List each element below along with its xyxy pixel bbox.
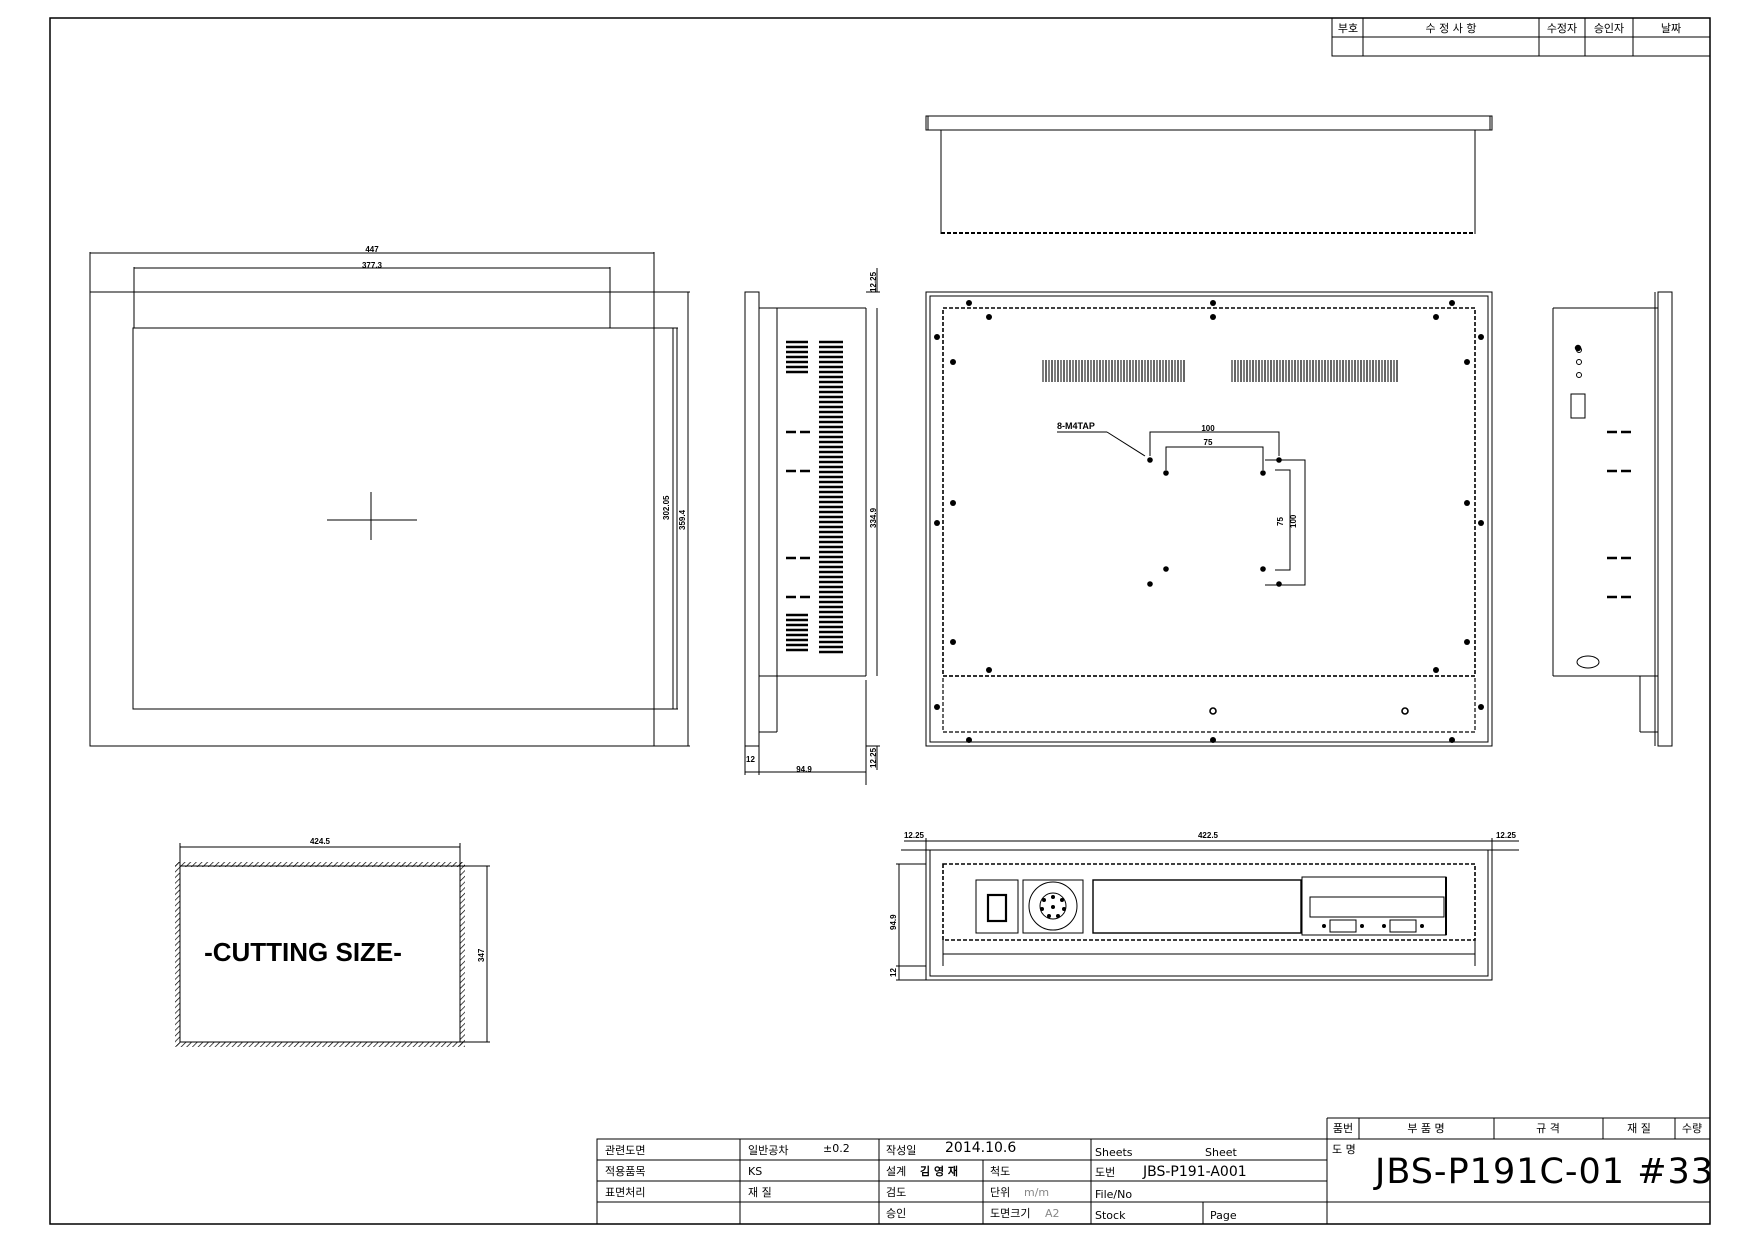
tb-stock: Stock	[1095, 1209, 1126, 1222]
dim-side-height: 334.9	[869, 507, 878, 528]
dim-bottom-right: 12.25	[1495, 831, 1517, 840]
tb-paper-value: A2	[1045, 1207, 1060, 1220]
dim-bottom-left: 12.25	[903, 831, 925, 840]
dim-front-height-a: 302.05	[662, 495, 671, 520]
dim-cut-width: 424.5	[309, 837, 331, 846]
dim-front-width: 447	[365, 245, 379, 254]
revision-table	[1331, 17, 1711, 57]
rev-col-no: 부호	[1337, 22, 1359, 35]
tb-unit-label: 단위	[990, 1186, 1011, 1199]
dim-bottom-width: 422.5	[1197, 831, 1219, 840]
tb-drawing-no-label: 도번	[1095, 1166, 1116, 1179]
dim-vesa-75-v: 75	[1276, 517, 1285, 526]
tap-note: 8-M4TAP	[1057, 421, 1095, 431]
rev-col-approver: 승인자	[1593, 22, 1625, 35]
left-side-view	[744, 268, 880, 785]
tb-drawing-no: JBS-P191-A001	[1143, 1164, 1247, 1180]
cutting-view	[175, 843, 490, 1047]
rear-vents	[1042, 360, 1398, 382]
dim-side-depth: 94.9	[796, 765, 812, 774]
cutting-size-label: -CUTTING SIZE-	[204, 937, 402, 967]
dim-side-bottom: 12.25	[869, 747, 878, 768]
front-view	[89, 252, 690, 747]
tb-scale-label: 척도	[990, 1165, 1011, 1178]
tb-surface-treatment: 표면처리	[605, 1186, 646, 1199]
dim-front-height-b: 359.4	[678, 509, 687, 530]
dim-bottom-depth: 94.9	[889, 914, 898, 930]
rear-screws-open	[1209, 707, 1409, 715]
tb-approve-label: 승인	[886, 1207, 907, 1220]
rev-col-date: 날짜	[1660, 22, 1682, 35]
dim-side-flange: 12	[746, 755, 755, 764]
tb-title-label: 도 명	[1332, 1143, 1356, 1156]
tb-design-label: 설계	[886, 1165, 907, 1178]
tb-title: JBS-P191C-01 #33	[1375, 1152, 1715, 1192]
vesa-pattern	[1057, 431, 1306, 586]
dim-vesa-100-v: 100	[1289, 514, 1298, 528]
tb-part-name: 부 품 명	[1407, 1122, 1445, 1135]
tb-applied-item: 적용품목	[605, 1165, 646, 1178]
tb-sheet: Sheet	[1205, 1146, 1237, 1159]
rear-screws	[934, 300, 1484, 743]
tb-date-value: 2014.10.6	[945, 1140, 1017, 1156]
tb-material: 재 질	[748, 1186, 772, 1199]
left-side-vents	[786, 340, 843, 654]
top-view	[925, 115, 1493, 234]
dim-bottom-flange: 12	[889, 968, 898, 977]
tb-spec: 규 격	[1536, 1122, 1560, 1135]
rear-view	[925, 291, 1493, 747]
tb-check-label: 검도	[886, 1186, 907, 1199]
tb-standard: KS	[748, 1165, 763, 1178]
dim-front-inner-width: 377.3	[361, 261, 383, 270]
tb-sheets: Sheets	[1095, 1146, 1133, 1159]
tb-unit-value: m/m	[1024, 1186, 1050, 1199]
vesa-taps	[1147, 457, 1282, 587]
rev-col-desc: 수 정 사 항	[1425, 22, 1477, 35]
dim-cut-height: 347	[477, 948, 486, 962]
right-side-slots	[1574, 344, 1631, 599]
right-side-view	[1552, 291, 1673, 747]
tb-tolerance-value: ±0.2	[823, 1142, 850, 1155]
tb-part-no: 품번	[1332, 1122, 1354, 1135]
rev-col-reviser: 수정자	[1546, 22, 1578, 35]
tb-general-tolerance: 일반공차	[748, 1144, 789, 1157]
connector-pins	[1040, 895, 1424, 928]
dim-side-top: 12.25	[869, 271, 878, 292]
tb-designer: 김 영 재	[920, 1165, 959, 1178]
tb-quantity: 수량	[1681, 1122, 1703, 1135]
tb-file-no: File/No	[1095, 1188, 1133, 1201]
tb-date-label: 작성일	[886, 1144, 917, 1157]
tb-part-material: 재 질	[1627, 1122, 1651, 1135]
tb-page: Page	[1210, 1209, 1237, 1222]
tb-paper-label: 도면크기	[990, 1207, 1031, 1220]
title-block	[596, 1117, 1711, 1225]
tb-related-drawing: 관련도면	[605, 1144, 646, 1157]
dim-vesa-100-h: 100	[1201, 424, 1215, 433]
dim-vesa-75-h: 75	[1203, 438, 1213, 447]
bottom-view	[896, 838, 1519, 981]
